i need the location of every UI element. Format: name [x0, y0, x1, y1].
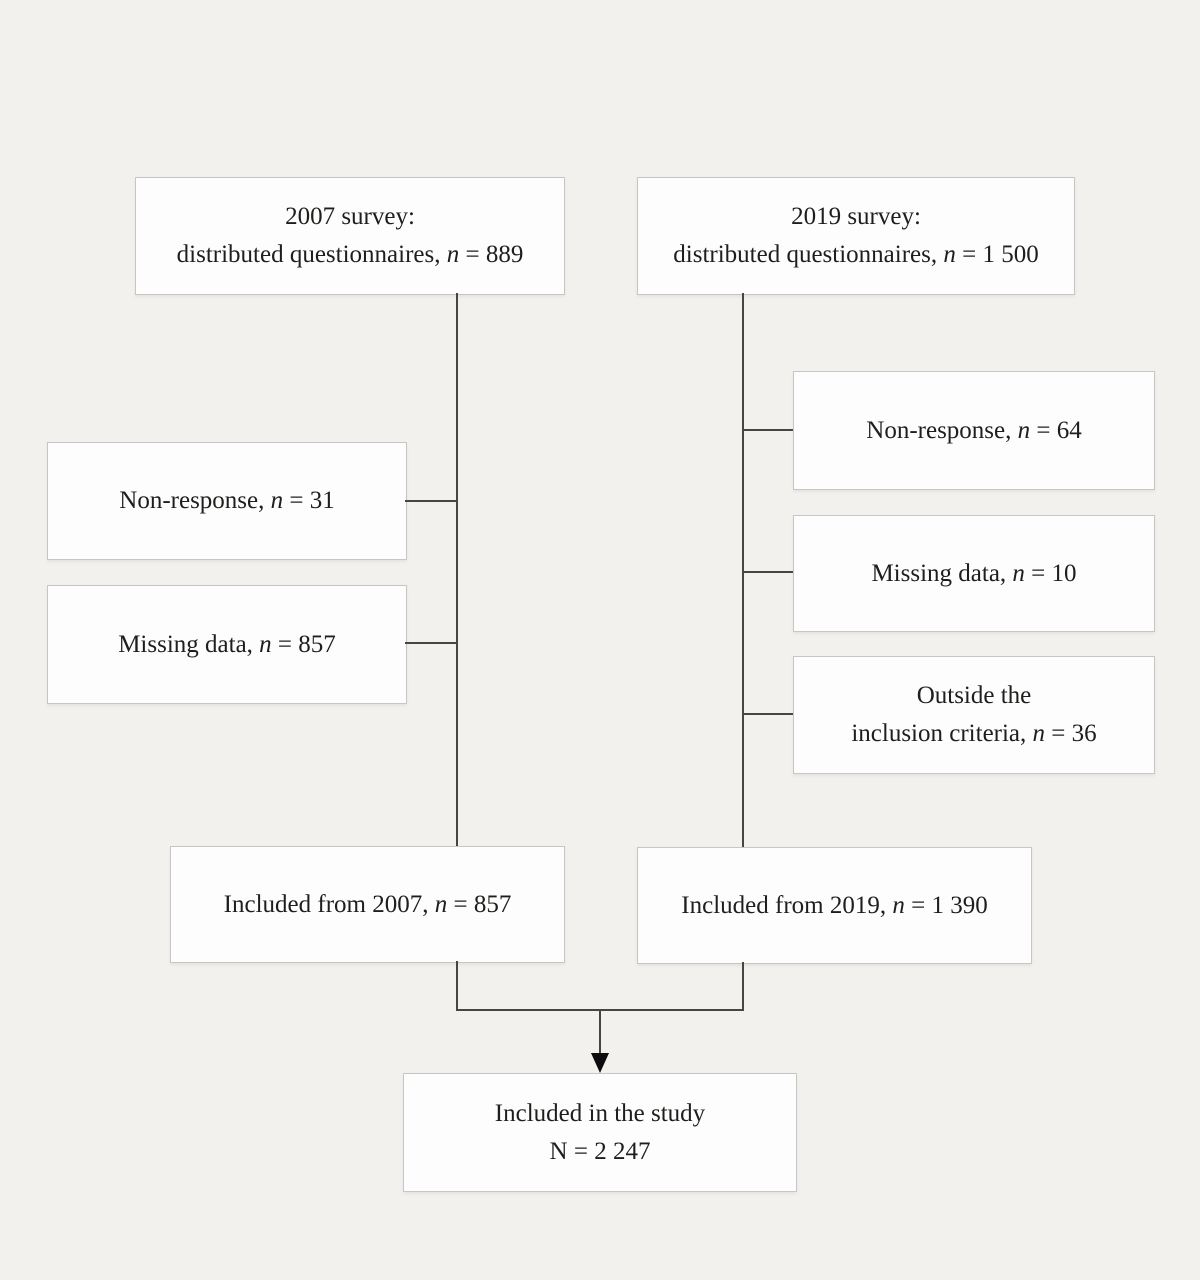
box-final-included: Included in the study N = 2 247	[403, 1073, 797, 1192]
box-missing-2007: Missing data, n = 857	[47, 585, 407, 704]
box-missing-2019: Missing data, n = 10	[793, 515, 1155, 632]
box-value: = 31	[283, 487, 335, 514]
connector-branch-outside-criteria	[743, 713, 793, 715]
italic-n: n	[1032, 720, 1046, 747]
italic-n: n	[892, 891, 905, 919]
connector-included-2007-down	[456, 961, 458, 1010]
box-value: = 1 390	[904, 891, 988, 919]
italic-n: n	[1012, 559, 1025, 587]
connector-2019-trunk	[742, 293, 744, 847]
box-missing-2007-line: Missing data, n = 857	[118, 626, 336, 664]
box-text: Outside the	[916, 682, 1032, 709]
italic-n: n	[259, 630, 272, 658]
arrow-down-icon	[591, 1053, 609, 1073]
box-included-2019: Included from 2019, n = 1 390	[637, 847, 1032, 964]
box-final-line1: Included in the study	[495, 1095, 705, 1133]
box-text: Included in the study	[494, 1099, 706, 1127]
box-outside-criteria-2019: Outside the inclusion criteria, n = 36	[793, 656, 1155, 774]
box-nonresponse-2019: Non-response, n = 64	[793, 371, 1155, 490]
italic-n: n	[270, 487, 284, 514]
box-text: Non-response,	[866, 416, 1018, 444]
box-value: = 1 500	[955, 241, 1039, 268]
box-outside-criteria-line1: Outside the	[917, 677, 1032, 715]
box-nonresponse-2007: Non-response, n = 31	[47, 442, 407, 560]
italic-n: n	[434, 890, 448, 918]
connector-branch-nonresponse-2007	[405, 500, 457, 502]
box-value: = 64	[1030, 416, 1082, 444]
box-outside-criteria-line2: inclusion criteria, n = 36	[851, 715, 1096, 753]
connector-included-2019-down	[742, 962, 744, 1010]
box-text: 2019 survey:	[791, 203, 921, 230]
box-value: = 36	[1045, 720, 1097, 747]
box-value: N = 2 247	[549, 1137, 651, 1165]
box-text: inclusion criteria,	[851, 720, 1033, 747]
box-missing-2019-line: Missing data, n = 10	[871, 555, 1076, 593]
box-text: Non-response,	[119, 487, 271, 514]
italic-n: n	[1017, 416, 1031, 444]
box-survey-2019-line2: distributed questionnaires, n = 1 500	[673, 236, 1038, 274]
box-final-line2: N = 2 247	[550, 1133, 651, 1171]
box-survey-2007-line2: distributed questionnaires, n = 889	[177, 236, 524, 274]
box-text: Missing data,	[871, 559, 1013, 587]
connector-center-stem	[599, 1009, 601, 1054]
box-text: Included from 2019,	[681, 891, 893, 919]
box-value: = 889	[459, 241, 524, 268]
italic-n: n	[943, 241, 956, 268]
box-included-2007: Included from 2007, n = 857	[170, 846, 565, 963]
box-text: Included from 2007,	[223, 890, 435, 918]
box-text: distributed questionnaires,	[673, 241, 944, 268]
box-survey-2007-line1: 2007 survey:	[285, 198, 415, 236]
box-value: = 10	[1024, 559, 1077, 587]
box-survey-2019: 2019 survey: distributed questionnaires,…	[637, 177, 1075, 295]
box-text: Missing data,	[118, 630, 260, 658]
italic-n: n	[446, 241, 460, 268]
box-text: distributed questionnaires,	[176, 241, 447, 268]
connector-branch-nonresponse-2019	[743, 429, 793, 431]
box-survey-2007: 2007 survey: distributed questionnaires,…	[135, 177, 565, 295]
box-value: = 857	[271, 630, 336, 658]
box-text: 2007 survey:	[285, 203, 415, 230]
box-nonresponse-2007-line: Non-response, n = 31	[119, 482, 334, 520]
box-nonresponse-2019-line: Non-response, n = 64	[866, 412, 1081, 450]
connector-2007-trunk	[456, 293, 458, 846]
box-included-2007-line: Included from 2007, n = 857	[224, 886, 512, 924]
connector-branch-missing-2019	[743, 571, 793, 573]
box-survey-2019-line1: 2019 survey:	[791, 198, 921, 236]
connector-branch-missing-2007	[405, 642, 457, 644]
box-included-2019-line: Included from 2019, n = 1 390	[681, 887, 987, 925]
box-value: = 857	[447, 890, 512, 918]
